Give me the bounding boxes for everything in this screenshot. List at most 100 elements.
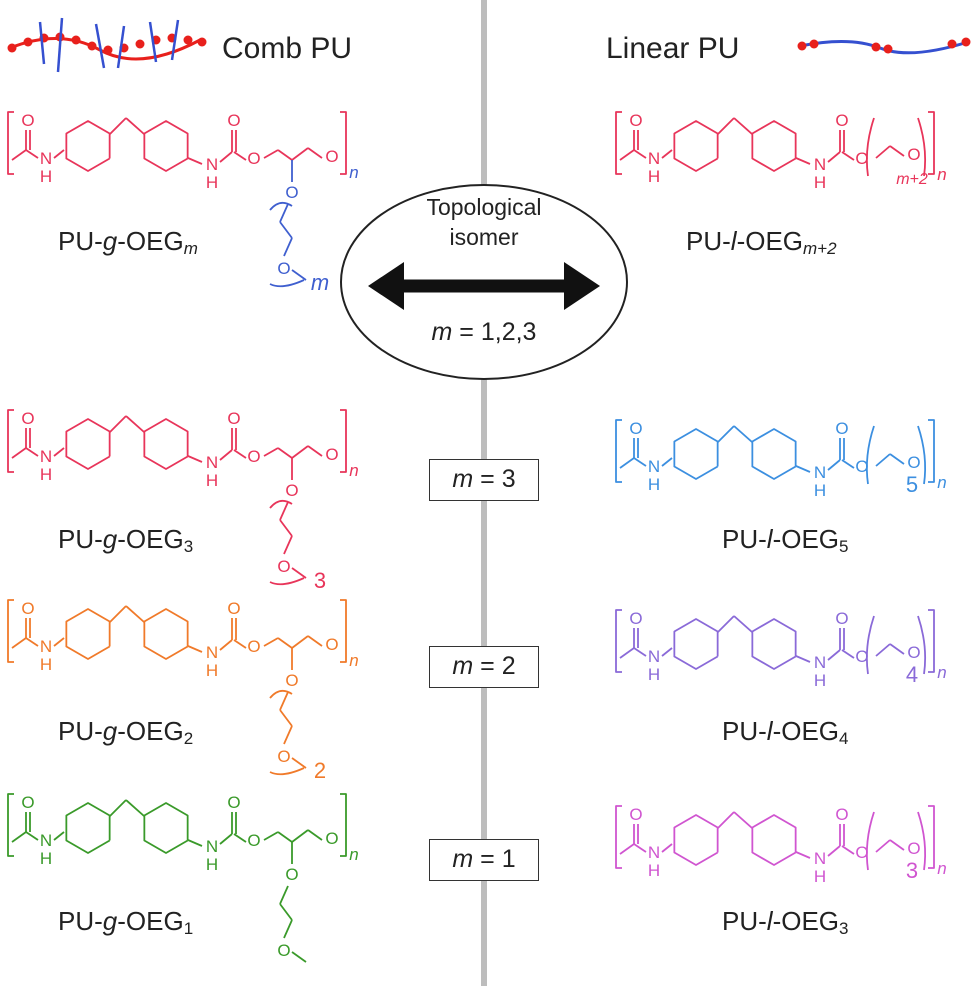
bond [291, 757, 307, 769]
chain-count: 4 [906, 662, 918, 687]
chain-count: 3 [906, 858, 918, 883]
repeat-n: n [349, 461, 358, 480]
atom-label: N [814, 463, 826, 482]
bond [619, 647, 635, 659]
linear-bead [871, 42, 881, 52]
label-pu-g-oeg3: PU-g-OEG3 [58, 524, 194, 556]
bond [25, 447, 39, 457]
repeat-n: n [349, 845, 358, 864]
comb-bead [7, 43, 17, 53]
atom-label: O [629, 609, 642, 628]
bond [263, 149, 279, 159]
right-bracket [340, 793, 347, 857]
right-bracket [340, 599, 347, 663]
bond [283, 725, 293, 745]
bond [733, 425, 753, 443]
linear-pu-header: Linear PU [606, 32, 740, 65]
bond [219, 449, 233, 461]
bond [53, 149, 65, 159]
chain-bracket [917, 117, 927, 177]
bond [733, 615, 753, 633]
bond [307, 147, 323, 159]
label-pu-g-oeg2: PU-g-OEG2 [58, 716, 194, 748]
chain-count: 5 [906, 472, 918, 497]
right-bracket [928, 419, 935, 483]
bond [633, 149, 647, 159]
comb-pu-header: Comb PU [222, 32, 353, 65]
bond [733, 117, 753, 135]
side-chain-count: 2 [314, 758, 326, 783]
atom-label: O [855, 457, 868, 476]
atom-label: O [247, 447, 260, 466]
comb-bead [183, 35, 193, 45]
bond [11, 831, 27, 843]
bond [827, 845, 841, 857]
left-bracket [7, 409, 14, 473]
bond [291, 829, 309, 843]
bond [25, 831, 39, 841]
bond [53, 447, 65, 457]
bond [125, 415, 145, 433]
atom-label: O [629, 111, 642, 130]
atom-label: O [277, 747, 290, 766]
bond [661, 457, 673, 467]
label-pu-l-oeg4: PU-l-OEG4 [722, 716, 849, 748]
bond [263, 447, 279, 457]
atom-label: N [814, 155, 826, 174]
atom-label: H [206, 471, 218, 490]
cyclohexane-ring [143, 608, 189, 660]
bond [277, 637, 293, 649]
repeat-n: n [349, 163, 358, 182]
bond [11, 637, 27, 649]
bond [291, 269, 307, 281]
bond [125, 605, 145, 623]
atom-label: H [206, 855, 218, 874]
atom-label: N [206, 837, 218, 856]
comb-bead [135, 39, 145, 49]
right-bracket [340, 111, 347, 175]
chain-count: m+2 [896, 171, 928, 188]
atom-label: O [325, 147, 338, 166]
atom-label: O [907, 453, 920, 472]
side-chain-bracket [269, 767, 305, 776]
atom-label: N [40, 831, 52, 850]
atom-label: O [227, 599, 240, 618]
comb-bead [71, 35, 81, 45]
bond [109, 605, 127, 623]
atom-label: O [247, 637, 260, 656]
isomer-text: Topological isomer [394, 192, 574, 252]
atom-label: H [648, 475, 660, 494]
atom-label: O [277, 941, 290, 960]
bond [717, 425, 735, 443]
bond [889, 839, 905, 851]
atom-label: O [325, 829, 338, 848]
chain-bracket [865, 811, 875, 871]
atom-label: O [907, 839, 920, 858]
atom-label: N [648, 457, 660, 476]
label-pu-l-oeg5: PU-l-OEG5 [722, 524, 849, 556]
bond [279, 903, 293, 921]
bond [307, 829, 323, 841]
bond [109, 117, 127, 135]
bond [279, 203, 289, 223]
label-pu-g-oeg-m: PU-g-OEGm [58, 226, 198, 258]
bond [125, 799, 145, 817]
atom-label: O [277, 259, 290, 278]
atom-label: H [40, 167, 52, 186]
atom-label: O [835, 419, 848, 438]
bond [109, 799, 127, 817]
atom-label: O [835, 111, 848, 130]
bond [633, 457, 647, 467]
bond [889, 145, 905, 157]
comb-side-chain [116, 25, 126, 69]
atom-label: O [907, 643, 920, 662]
comb-side-chain [56, 17, 64, 73]
bond [233, 833, 247, 843]
m-box-1: m = 1 [429, 839, 539, 881]
atom-label: O [855, 843, 868, 862]
atom-label: N [40, 637, 52, 656]
